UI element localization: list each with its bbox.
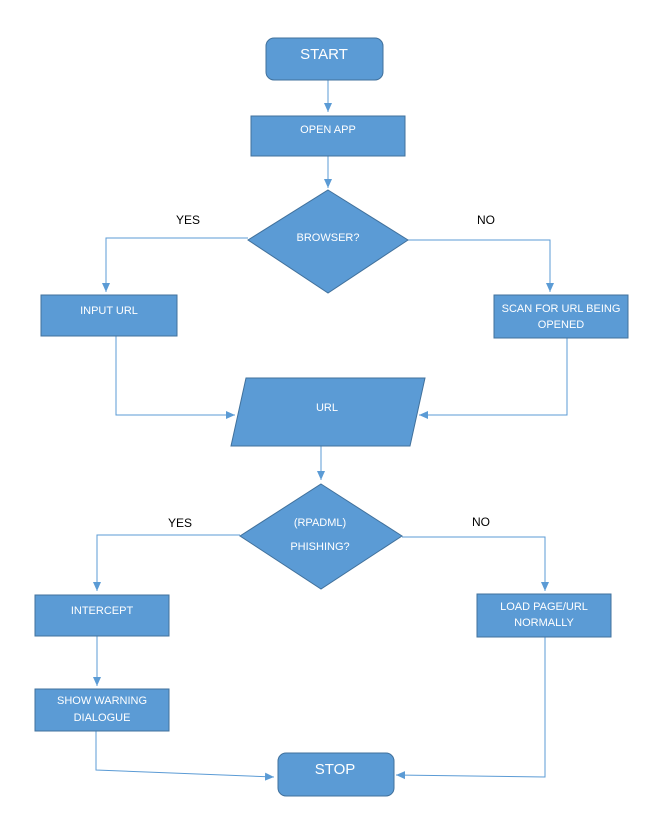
phishing-decision-node: (RPADML) PHISHING?: [239, 483, 403, 590]
connector-scan-to-url: [419, 338, 568, 419]
edge-label-browser-yes: YES: [176, 213, 200, 227]
load-page-label-line1: LOAD PAGE/URL: [500, 601, 588, 613]
stop-label: STOP: [315, 761, 356, 778]
browser-decision-node: BROWSER?: [247, 189, 409, 294]
url-data-node: URL: [230, 377, 426, 447]
phishing-decision-label-line1: (RPADML): [294, 517, 346, 529]
scan-url-label-line1: SCAN FOR URL BEING: [502, 303, 621, 315]
intercept-label: INTERCEPT: [71, 605, 134, 617]
scan-url-label-line2: OPENED: [538, 319, 585, 331]
show-warning-label-line2: DIALOGUE: [74, 712, 131, 724]
phishing-decision-label-line2: PHISHING?: [290, 541, 349, 553]
show-warning-node: SHOW WARNING DIALOGUE: [34, 688, 170, 732]
load-page-label-line2: NORMALLY: [514, 617, 574, 629]
connector-browser-yes: [102, 237, 248, 292]
edge-label-browser-no: NO: [477, 213, 495, 227]
input-url-node: INPUT URL: [40, 294, 178, 337]
connector-input-url-to-url: [115, 336, 235, 419]
start-label: START: [300, 46, 348, 63]
connector-load-to-stop: [395, 637, 546, 780]
browser-decision-label: BROWSER?: [297, 232, 360, 244]
url-label: URL: [316, 402, 338, 414]
connector-phishing-yes: [93, 534, 240, 591]
connectors: [93, 80, 568, 781]
connector-browser-no: [408, 239, 554, 292]
load-page-node: LOAD PAGE/URL NORMALLY: [476, 593, 612, 638]
open-app-label: OPEN APP: [300, 124, 356, 136]
edge-label-phishing-yes: YES: [168, 516, 192, 530]
input-url-label: INPUT URL: [80, 305, 138, 317]
connector-warning-to-stop: [95, 731, 275, 781]
stop-node: STOP: [277, 752, 395, 797]
connector-phishing-no: [402, 536, 549, 591]
scan-url-node: SCAN FOR URL BEING OPENED: [493, 294, 629, 339]
edge-label-phishing-no: NO: [472, 515, 490, 529]
show-warning-label-line1: SHOW WARNING: [57, 695, 147, 707]
start-node: START: [265, 37, 384, 81]
open-app-node: OPEN APP: [250, 115, 406, 157]
intercept-node: INTERCEPT: [34, 594, 170, 637]
